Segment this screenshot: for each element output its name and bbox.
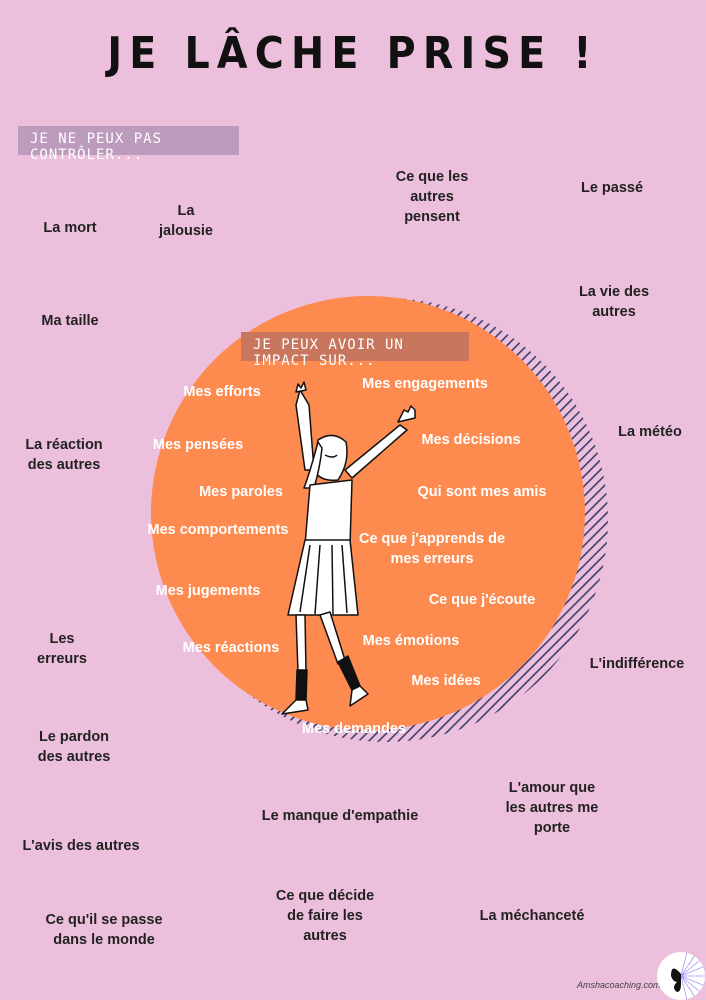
outside-item: Ce qu'il se passe dans le monde	[45, 912, 163, 948]
orange-circle	[151, 296, 585, 730]
outside-item: Les erreurs	[37, 631, 87, 667]
butterfly-icon	[671, 952, 705, 1000]
inside-item: Mes réactions	[182, 640, 280, 656]
outside-heading: JE NE PEUX PAS CONTRÔLER...	[18, 126, 239, 163]
inside-item: Mes demandes	[302, 721, 406, 737]
outside-item: La réaction des autres	[25, 437, 103, 473]
inside-heading: JE PEUX AVOIR UN IMPACT SUR...	[241, 332, 469, 369]
logo	[657, 952, 705, 1000]
outside-item: L'amour que les autres me porte	[505, 780, 599, 836]
outside-item: La jalousie	[159, 203, 213, 239]
inside-item: Mes paroles	[199, 484, 283, 500]
inside-item: Mes pensées	[152, 437, 244, 453]
outside-item: Ce que décide de faire les autres	[275, 888, 375, 944]
inside-item: Mes idées	[411, 673, 481, 689]
outside-item: Ma taille	[41, 313, 99, 329]
inside-item: Mes engagements	[362, 376, 488, 392]
inside-item: Ce que j'apprends de mes erreurs	[358, 531, 506, 567]
outside-item: Le passé	[580, 180, 644, 196]
outside-item: Ce que les autres pensent	[395, 169, 469, 225]
inside-item: Mes émotions	[362, 633, 460, 649]
outside-item: L'avis des autres	[22, 838, 140, 854]
girl-illustration	[281, 381, 416, 715]
inside-item: Mes efforts	[183, 384, 261, 400]
inside-item: Ce que j'écoute	[428, 592, 536, 608]
outside-item: La méchanceté	[479, 908, 585, 924]
inside-item: Qui sont mes amis	[417, 484, 547, 500]
outside-item: La vie des autres	[578, 284, 650, 320]
inside-item: Mes comportements	[147, 522, 289, 538]
website-credit: Amshacoaching.com	[577, 980, 661, 990]
outside-item: Le pardon des autres	[37, 729, 111, 765]
outside-item: L'indifférence	[589, 656, 685, 672]
page-title: JE LÂCHE PRISE !	[107, 28, 599, 79]
outside-item: La météo	[618, 424, 682, 440]
inside-item: Mes décisions	[421, 432, 521, 448]
outside-item: Le manque d'empathie	[261, 808, 419, 824]
outside-item: La mort	[43, 220, 97, 236]
inside-item: Mes jugements	[155, 583, 261, 599]
